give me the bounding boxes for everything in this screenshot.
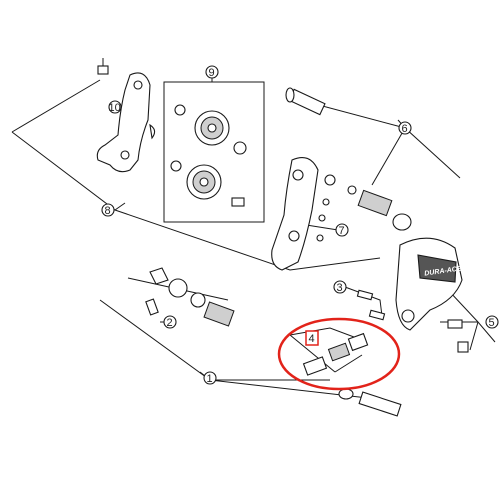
callout-7: 7 bbox=[339, 225, 345, 237]
adjusting-barrel-assembly bbox=[302, 332, 369, 376]
stop-screw bbox=[145, 298, 159, 316]
b-axle-assembly bbox=[149, 267, 402, 417]
cage-bolt bbox=[97, 58, 109, 75]
cable-fixing-bolt bbox=[447, 319, 469, 353]
highlight-circle bbox=[277, 317, 401, 391]
tension-pulley bbox=[170, 160, 245, 207]
callout-1: 1 bbox=[207, 373, 213, 385]
callout-numbers: 9 10 6 8 7 3 2 4 5 1 bbox=[101, 65, 499, 385]
plate-washers bbox=[316, 174, 336, 242]
callout-9: 9 bbox=[209, 67, 215, 79]
pivot-spring bbox=[347, 185, 412, 231]
callout-8: 8 bbox=[105, 205, 111, 217]
callout-3: 3 bbox=[337, 282, 343, 294]
callout-4: 4 bbox=[309, 333, 315, 345]
inner-cage-plate bbox=[271, 157, 319, 271]
adjust-bolts bbox=[356, 289, 386, 321]
highlight-number-box bbox=[305, 330, 319, 346]
guide-pulley bbox=[174, 104, 247, 155]
callout-10: 10 bbox=[109, 102, 121, 114]
callout-5: 5 bbox=[489, 317, 495, 329]
callout-2: 2 bbox=[167, 317, 173, 329]
callout-6: 6 bbox=[402, 123, 408, 135]
derailleur-body: DURA-ACE bbox=[395, 237, 463, 331]
pivot-axle bbox=[285, 87, 326, 116]
outer-cage-plate bbox=[96, 72, 156, 173]
